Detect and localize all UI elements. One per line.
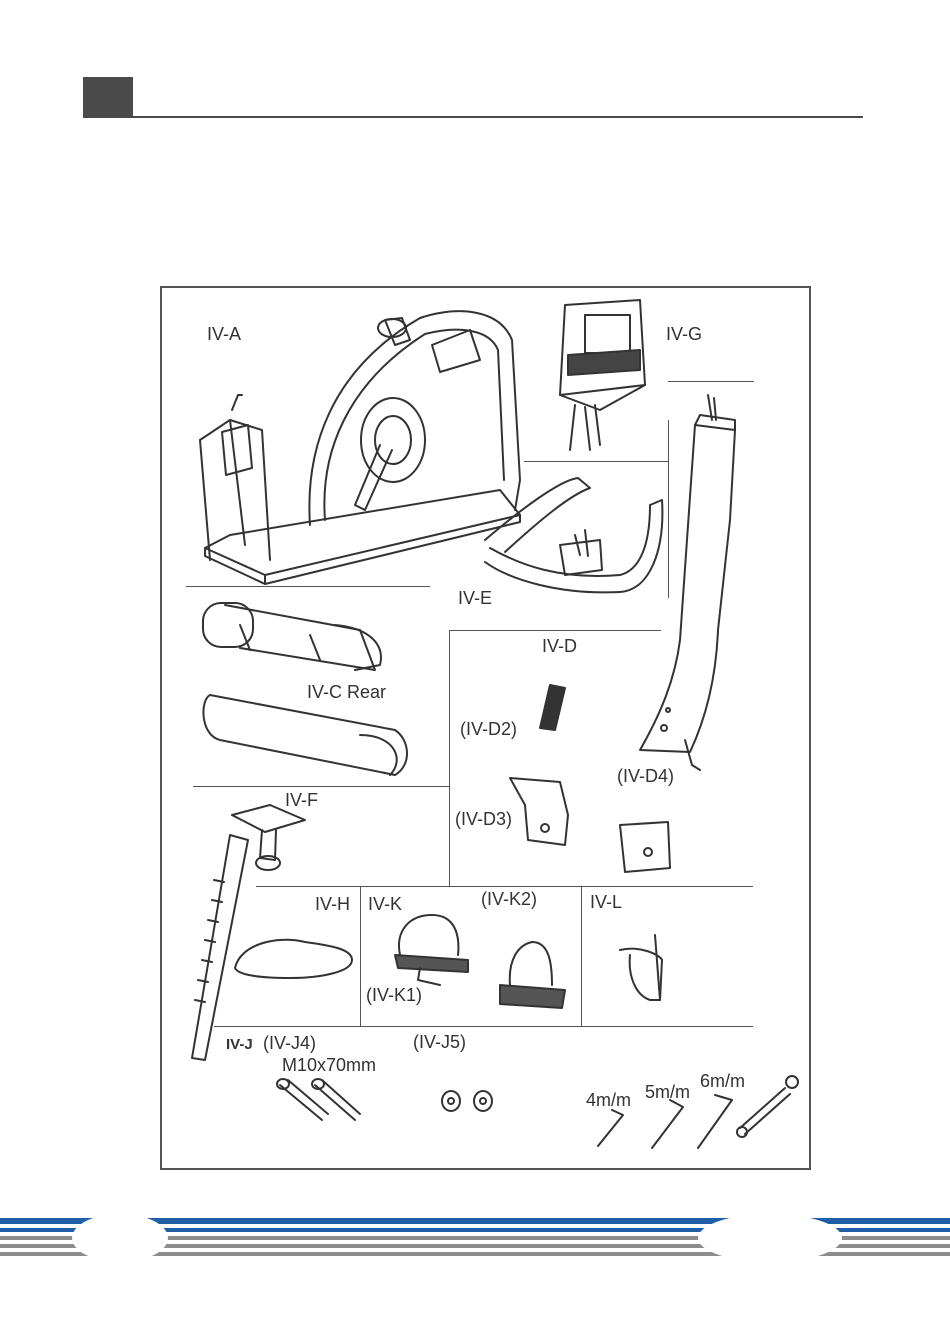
rear-stabilizer-drawing <box>203 695 407 775</box>
bracket-drawing <box>510 778 670 872</box>
label-key-4mm: 4m/m <box>586 1091 631 1109</box>
bottle-holder-drawing <box>620 935 662 1000</box>
label-iv-j4: (IV-J4) <box>263 1034 316 1052</box>
label-iv-f: IV-F <box>285 791 318 809</box>
bolts-drawing <box>277 1079 360 1120</box>
main-frame-drawing <box>200 311 520 584</box>
label-iv-c-rear: IV-C Rear <box>307 683 386 701</box>
label-key-5mm: 5m/m <box>645 1083 690 1101</box>
seat-post-drawing <box>192 805 305 1060</box>
allen-keys-drawing <box>598 1076 798 1148</box>
pedal-left-drawing <box>395 915 468 985</box>
label-key-6mm: 6m/m <box>700 1072 745 1090</box>
console-drawing <box>560 300 645 450</box>
label-iv-d4: (IV-D4) <box>617 767 674 785</box>
pedal-right-drawing <box>500 942 565 1008</box>
label-iv-k2: (IV-K2) <box>481 890 537 908</box>
footer-stripes <box>0 1212 950 1266</box>
saddle-drawing <box>235 940 352 978</box>
label-iv-d2: (IV-D2) <box>460 720 517 738</box>
label-iv-a: IV-A <box>207 325 241 343</box>
armrest-drawing <box>540 685 565 730</box>
label-iv-l: IV-L <box>590 893 622 911</box>
label-iv-k: IV-K <box>368 895 402 913</box>
label-iv-j5: (IV-J5) <box>413 1033 466 1051</box>
label-iv-g: IV-G <box>666 325 702 343</box>
label-iv-h: IV-H <box>315 895 350 913</box>
label-iv-j: IV-J <box>226 1037 253 1052</box>
label-iv-e: IV-E <box>458 589 492 607</box>
footer-oval-right <box>698 1214 842 1262</box>
label-iv-k1: (IV-K1) <box>366 986 422 1004</box>
label-bolt-size: M10x70mm <box>282 1056 376 1074</box>
footer-oval-left <box>72 1214 168 1262</box>
front-stabilizer-drawing <box>203 603 381 670</box>
label-iv-d: IV-D <box>542 637 577 655</box>
handlebar-drawing <box>485 478 662 592</box>
washers-drawing <box>442 1091 492 1111</box>
upright-post-drawing <box>640 395 735 770</box>
label-iv-d3: (IV-D3) <box>455 810 512 828</box>
